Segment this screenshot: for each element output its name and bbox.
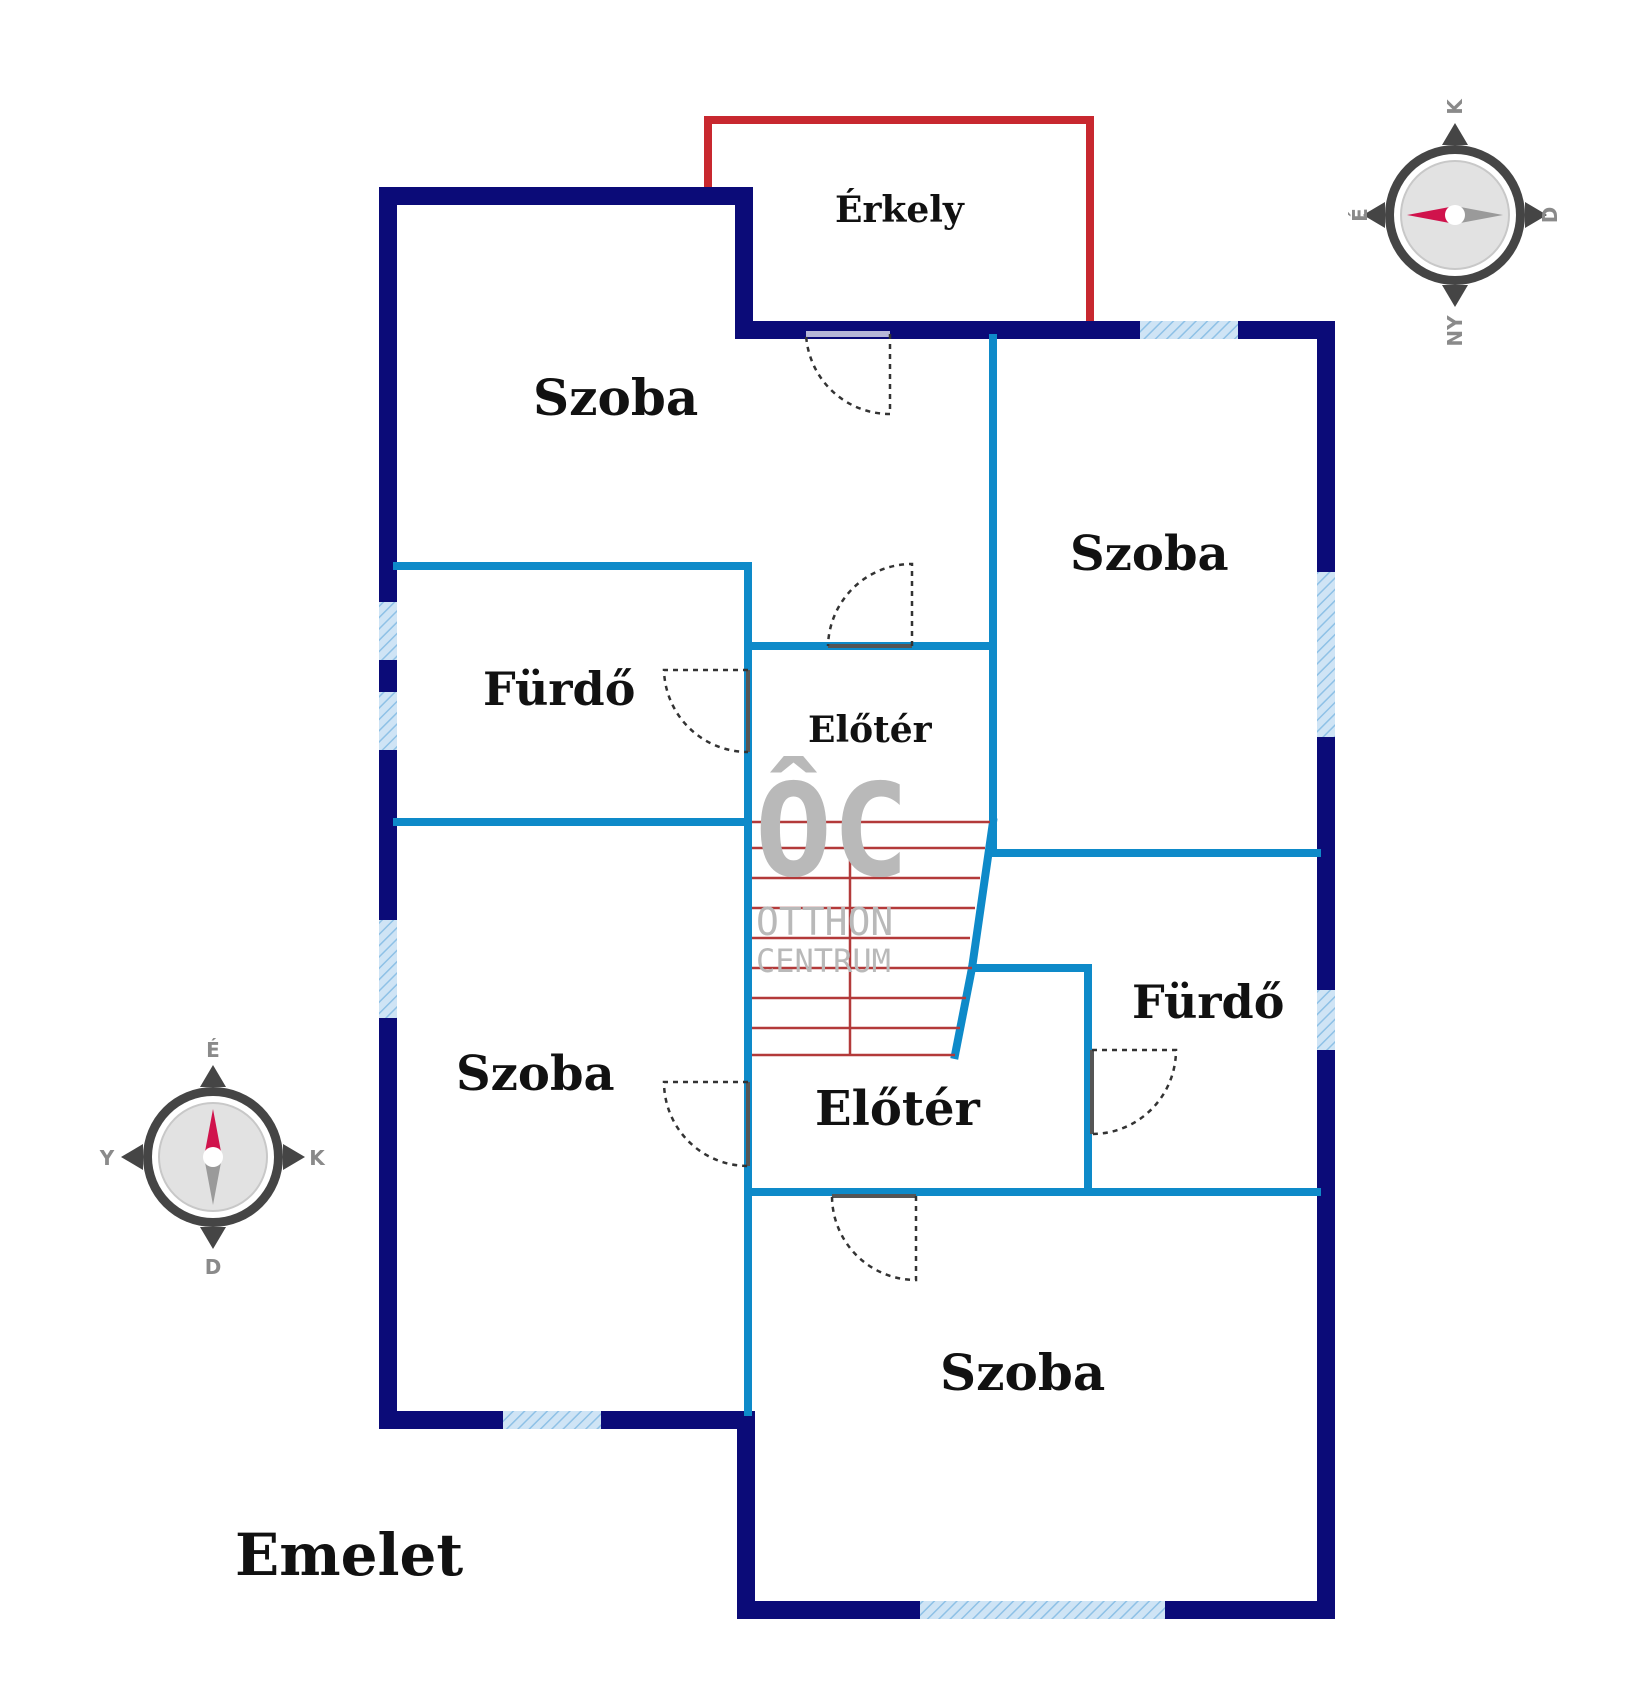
doors: [662, 331, 1178, 1282]
door-swing: [804, 333, 892, 416]
balcony-wall: [704, 116, 1094, 322]
compass-left-top: É: [206, 1038, 220, 1062]
room-label-balcony: Érkely: [835, 189, 965, 231]
compass-right-right: D: [1538, 207, 1562, 224]
room-label-hall-bottom: Előtér: [815, 1081, 981, 1137]
compass-left-right: K: [309, 1146, 326, 1170]
compass-left: É K D Y: [99, 1038, 326, 1279]
room-label-room-top-right: Szoba: [1070, 526, 1229, 582]
window: [920, 1601, 1165, 1619]
watermark-logo-text: ÔC: [755, 756, 909, 906]
compass-right-left: É: [1348, 208, 1372, 222]
compass-right: K D NY É: [1348, 98, 1562, 347]
stairs: [752, 820, 990, 1057]
room-label-room-mid-left: Szoba: [456, 1046, 615, 1102]
watermark-line1: OTTHON: [756, 900, 893, 944]
window: [379, 692, 397, 750]
windows: [379, 321, 1335, 1619]
watermark-logo: ÔC OTTHON CENTRUM: [755, 756, 909, 980]
room-label-room-bottom-right: Szoba: [940, 1343, 1105, 1402]
floor-title: Emelet: [235, 1521, 463, 1589]
room-label-hall-top: Előtér: [808, 709, 933, 751]
compass-right-bottom: NY: [1443, 315, 1467, 347]
room-label-room-top-left: Szoba: [533, 368, 698, 427]
window: [1140, 321, 1238, 339]
window: [379, 602, 397, 660]
compass-left-left: Y: [99, 1146, 115, 1170]
room-label-bath-right: Fürdő: [1132, 975, 1284, 1029]
window: [503, 1411, 601, 1429]
window: [379, 920, 397, 1018]
compass-left-bottom: D: [205, 1255, 222, 1279]
watermark-line2: CENTRUM: [756, 942, 891, 980]
window: [1317, 990, 1335, 1050]
compass-needle-icon: [204, 1109, 222, 1157]
compass-right-top: K: [1443, 98, 1467, 115]
window: [1317, 572, 1335, 737]
compass-needle-icon: [1407, 206, 1455, 224]
room-label-bath-left: Fürdő: [483, 662, 635, 716]
